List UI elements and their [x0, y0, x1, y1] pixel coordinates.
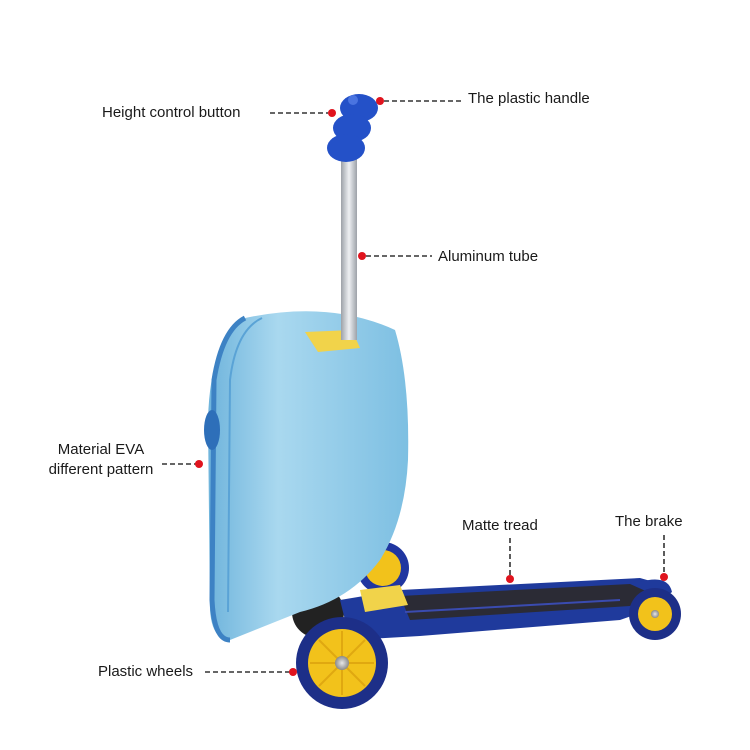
label-material-line1: Material EVA — [57, 441, 145, 458]
label-aluminum-tube: Aluminum tube — [438, 248, 539, 265]
marker-dot-brake — [660, 573, 668, 581]
plastic-handle — [327, 94, 378, 162]
label-matte-tread: Matte tread — [462, 517, 538, 534]
marker-dots — [195, 97, 668, 676]
label-height-control-button: Height control button — [102, 104, 241, 121]
marker-dot-plastic-handle — [376, 97, 384, 105]
label-plastic-handle: The plastic handle — [468, 90, 590, 107]
label-brake: The brake — [615, 513, 683, 530]
marker-dot-matte-tread — [506, 575, 514, 583]
front-wheel — [629, 588, 681, 640]
label-material-line2: different pattern — [48, 461, 154, 479]
leader-lines — [162, 100, 665, 673]
marker-dot-plastic-wheels — [289, 668, 297, 676]
label-material: Material EVA different pattern — [38, 440, 164, 481]
rear-joint — [360, 585, 408, 612]
scooter-deck — [340, 578, 668, 640]
rear-wheel-front — [296, 617, 388, 709]
marker-dot-aluminum-tube — [358, 252, 366, 260]
marker-dot-height-button — [328, 109, 336, 117]
label-plastic-wheels: Plastic wheels — [98, 663, 194, 680]
marker-dot-material — [195, 460, 203, 468]
aluminum-tube — [341, 155, 357, 340]
eva-case — [204, 311, 409, 643]
